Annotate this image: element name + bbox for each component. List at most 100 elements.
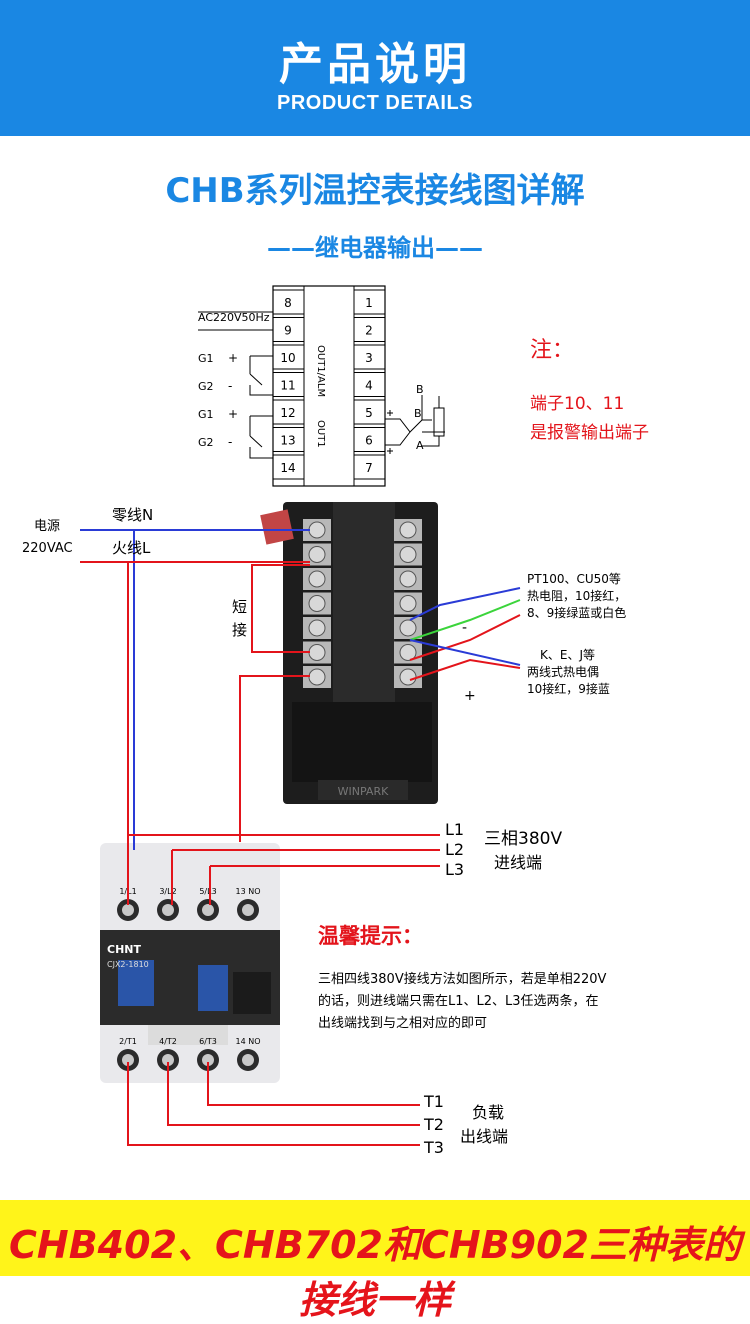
contactor-model: CJX2-1810 xyxy=(107,960,149,969)
screw-head xyxy=(308,595,326,612)
left-label-name: G2 xyxy=(198,380,214,393)
sensor-label-a: A xyxy=(416,439,424,452)
tc-line-2: 两线式热电偶 xyxy=(527,665,599,679)
power-voltage-label: 220VAC xyxy=(22,541,73,556)
screw-head xyxy=(399,595,417,612)
tc-line-3: 10接红，9接蓝 xyxy=(527,681,610,696)
left-terminal-box xyxy=(272,399,305,425)
contactor-screw-head xyxy=(202,904,214,916)
wires xyxy=(80,529,521,1146)
left-terminal-number: 9 xyxy=(284,324,292,338)
left-label-sign: + xyxy=(228,407,238,421)
screw-head xyxy=(308,644,326,661)
footer-note: CHB402、CHB702和CHB902三种表的接线一样 xyxy=(9,1223,741,1322)
contactor-screw-head xyxy=(122,904,134,916)
left-terminal-box xyxy=(272,372,305,397)
contactor-terminal-label: 2/T1 xyxy=(119,1037,137,1046)
plus-sign: + xyxy=(464,688,476,704)
left-label-sign: - xyxy=(228,435,232,449)
device-brand: WINPARK xyxy=(338,785,389,798)
contactor-terminal-label: 3/L2 xyxy=(159,887,176,896)
screw-head xyxy=(399,570,417,588)
left-terminal-number: 14 xyxy=(280,461,295,475)
left-label-sign: + xyxy=(228,351,238,365)
right-terminal-box xyxy=(353,372,386,397)
left-terminal-number: 13 xyxy=(280,434,295,448)
short-label-2: 接 xyxy=(232,621,247,639)
right-screw-terminals xyxy=(394,519,422,688)
left-terminal-number: 12 xyxy=(280,406,295,420)
contactor-brand: CHNT xyxy=(107,943,141,956)
right-terminal-number: 5 xyxy=(365,406,373,420)
left-terminal-box xyxy=(272,289,305,315)
contactor-terminal-label: 13 NO xyxy=(235,887,260,896)
contactor-screw-head xyxy=(242,1054,254,1066)
right-terminal-box xyxy=(353,399,386,425)
contactor-screw-head xyxy=(242,904,254,916)
contactor-screw-head xyxy=(162,904,174,916)
tip-line-3: 出线端找到与之相对应的即可 xyxy=(318,1015,487,1031)
left-label-name: G2 xyxy=(198,436,214,449)
contactor-screw-head xyxy=(162,1054,174,1066)
phase-l3: L3 xyxy=(445,860,464,879)
out1-alm-label: OUT1/ALM xyxy=(315,345,326,397)
load-t1: T1 xyxy=(423,1092,444,1111)
left-terminal-box xyxy=(272,427,305,452)
phase-desc-2: 进线端 xyxy=(494,853,542,872)
right-terminal-box xyxy=(353,454,386,480)
screw-head xyxy=(399,521,417,539)
right-terminal-number: 6 xyxy=(365,434,373,448)
right-terminal-number: 3 xyxy=(365,351,373,365)
wiring-labels: 电源 220VAC 零线N 火线L 短 接 PT100、CU50等 热电阻，10… xyxy=(22,506,626,1157)
left-terminal-number: 10 xyxy=(280,351,295,365)
wiring-title: CHB系列温控表接线图详解 xyxy=(165,171,585,211)
left-label-name: G1 xyxy=(198,352,214,365)
left-terminal-labels: G1+G2-G1+G2- xyxy=(198,351,238,449)
screw-head xyxy=(399,668,417,686)
contactor-terminal-label: 14 NO xyxy=(235,1037,260,1046)
tip-title: 温馨提示： xyxy=(318,924,423,948)
note-line-2: 是报警输出端子 xyxy=(530,423,649,443)
left-terminal-box xyxy=(272,454,305,480)
controller-device: WINPARK xyxy=(260,502,438,804)
contactor-terminal-label: 4/T2 xyxy=(159,1037,177,1046)
screw-head xyxy=(308,570,326,588)
contactor-screw-head xyxy=(202,1054,214,1066)
short-label-1: 短 xyxy=(232,598,247,616)
right-terminal-number: 2 xyxy=(365,324,373,338)
contactor-screw-head xyxy=(122,1054,134,1066)
tip-line-1: 三相四线380V接线方法如图所示，若是单相220V xyxy=(318,971,607,987)
load-desc-1: 负载 xyxy=(472,1103,504,1122)
note-title: 注： xyxy=(530,338,574,363)
right-terminal-box xyxy=(353,427,386,452)
screw-head xyxy=(308,521,326,539)
tip-line-2: 的话，则进线端只需在L1、L2、L3任选两条，在 xyxy=(318,993,599,1009)
left-label-sign: - xyxy=(228,379,232,393)
load-t3: T3 xyxy=(423,1138,444,1157)
left-terminal-number: 11 xyxy=(280,379,295,393)
note-line-1: 端子10、11 xyxy=(530,394,624,414)
right-terminal-number: 1 xyxy=(365,296,373,310)
ac-label: AC220V50Hz xyxy=(198,311,270,324)
power-label: 电源 xyxy=(34,519,60,534)
rtd-line-2: 热电阻，10接红， xyxy=(527,588,626,603)
sensor-label-b2: B xyxy=(414,407,422,420)
screw-head xyxy=(399,619,417,637)
tc-line-1: K、E、J等 xyxy=(540,648,595,662)
minus-sign: - xyxy=(462,620,467,636)
load-desc-2: 出线端 xyxy=(460,1127,508,1146)
phase-l2: L2 xyxy=(445,840,464,859)
out1-label: OUT1 xyxy=(315,420,326,448)
right-terminal-box xyxy=(353,289,386,315)
relay-output-title: ——继电器输出—— xyxy=(267,234,483,262)
right-terminal-number: 7 xyxy=(365,461,373,475)
page-subtitle: PRODUCT DETAILS xyxy=(276,92,473,114)
phase-desc-1: 三相380V xyxy=(484,829,562,849)
live-label: 火线L xyxy=(112,539,151,557)
